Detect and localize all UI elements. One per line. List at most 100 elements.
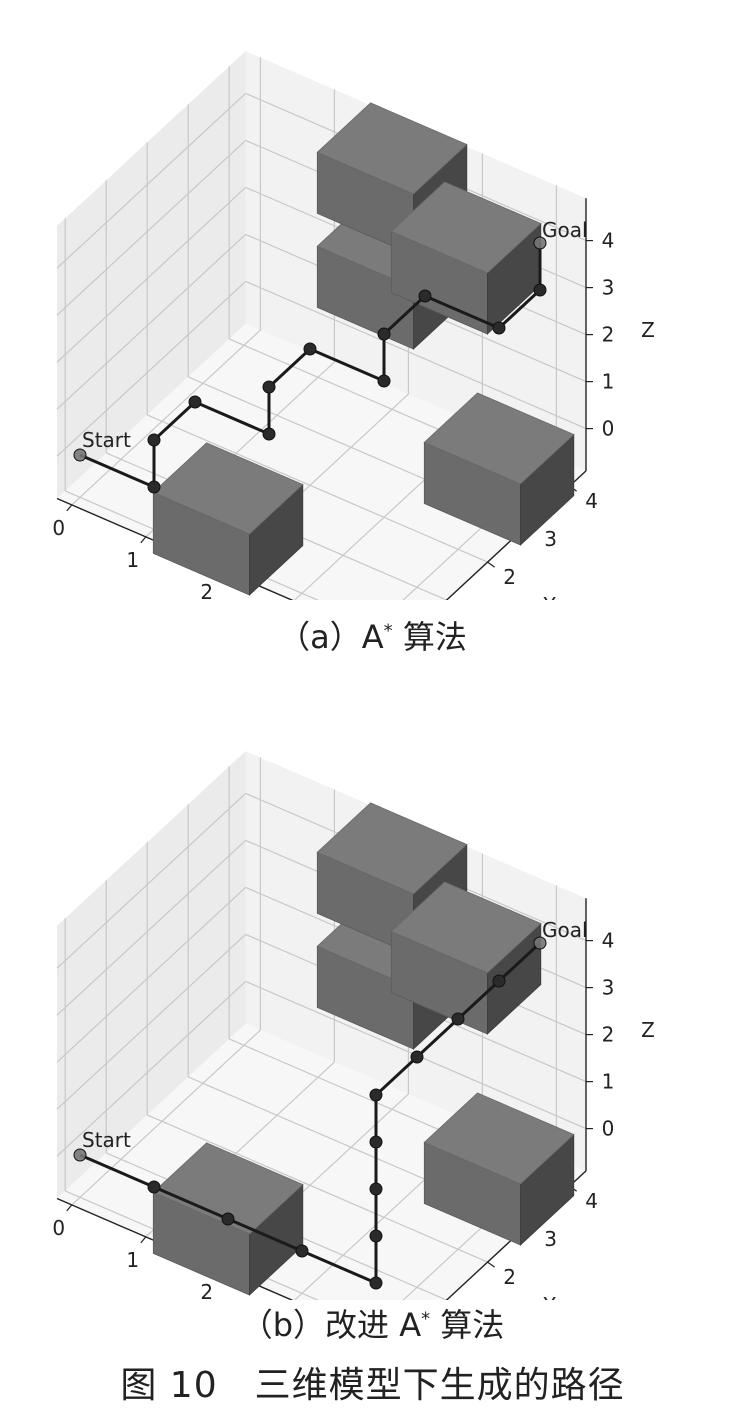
- grid-line: [56, 280, 247, 457]
- grid-line: [56, 92, 247, 269]
- obstacle-cube: [423, 392, 575, 546]
- path-point: [369, 1276, 383, 1290]
- path-point: [533, 283, 547, 297]
- path-series: [73, 936, 547, 1290]
- path-point: [492, 321, 506, 335]
- path-series: [73, 236, 547, 494]
- obstacle-cube: [152, 442, 304, 596]
- path-point: [369, 1182, 383, 1196]
- tick-labels: 012340123401234XYZ: [52, 229, 655, 600]
- plot-b-3d-axes: 012340123401234XYZStartGoal: [52, 751, 655, 1300]
- path-point: [147, 433, 161, 447]
- caption-a-label: （a）: [278, 618, 362, 656]
- grid-line: [56, 933, 247, 1110]
- obstacles: [152, 802, 575, 1296]
- grid-line: [56, 233, 247, 410]
- x-tick: [140, 1236, 147, 1244]
- path-point: [369, 1229, 383, 1243]
- y-tick: [487, 1261, 495, 1268]
- start-annotation: Start: [82, 428, 131, 452]
- caption-b: （b）改进 A* 算法: [0, 1300, 745, 1346]
- path-point: [147, 1180, 161, 1194]
- path-point: [533, 236, 547, 250]
- path-point: [369, 1135, 383, 1149]
- z-tick-label: 2: [602, 1023, 615, 1047]
- caption-b-label: （b）改进: [240, 1306, 400, 1344]
- grid-line: [56, 139, 247, 316]
- x-tick-label: 2: [200, 580, 213, 600]
- z-tick-label: 0: [602, 1117, 615, 1141]
- cube-top-face: [152, 1142, 304, 1235]
- caption-a-star: *: [383, 620, 393, 642]
- cube-top-face: [316, 802, 468, 895]
- z-tick-label: 1: [602, 1070, 615, 1094]
- path-point: [73, 448, 87, 462]
- caption-b-algo: A: [399, 1306, 422, 1344]
- path-point: [377, 374, 391, 388]
- y-axis-label: Y: [542, 593, 556, 600]
- grid-line: [56, 186, 247, 363]
- path-point: [147, 480, 161, 494]
- caption-a: （a）A* 算法: [0, 612, 745, 658]
- cube-top-face: [423, 392, 575, 485]
- path-point: [418, 289, 432, 303]
- path-point: [262, 427, 276, 441]
- start-annotation: Start: [82, 1128, 131, 1152]
- caption-a-suffix: 算法: [392, 618, 467, 656]
- path-point: [533, 936, 547, 950]
- x-tick: [66, 504, 73, 512]
- x-tick-label: 1: [126, 1248, 139, 1272]
- goal-annotation: Goal: [542, 218, 588, 242]
- path-point: [377, 327, 391, 341]
- z-tick-label: 0: [602, 417, 615, 441]
- grid-line: [56, 886, 247, 1063]
- y-axis-label: Y: [542, 1293, 556, 1300]
- path-point: [262, 380, 276, 394]
- path-point: [451, 1012, 465, 1026]
- y-tick-label: 3: [544, 1227, 557, 1251]
- y-tick-label: 4: [585, 1189, 598, 1213]
- x-tick-label: 0: [52, 1216, 65, 1240]
- path-point: [492, 974, 506, 988]
- plot-panel-b: 012340123401234XYZStartGoal: [0, 700, 745, 1300]
- plot-panel-a: 012340123401234XYZStartGoal: [0, 0, 745, 600]
- y-tick-label: 3: [544, 527, 557, 551]
- x-tick-label: 1: [126, 548, 139, 572]
- y-tick-label: 2: [503, 565, 516, 589]
- path-point: [73, 1148, 87, 1162]
- y-tick: [487, 561, 495, 568]
- z-tick-label: 3: [602, 276, 615, 300]
- x-tick-label: 2: [200, 1280, 213, 1300]
- cube-top-face: [316, 102, 468, 195]
- figure-title: 图 10 三维模型下生成的路径: [120, 1365, 625, 1406]
- obstacles: [152, 102, 575, 596]
- grid-line: [146, 414, 488, 563]
- grid-line: [56, 839, 247, 1016]
- y-tick-label: 2: [503, 1265, 516, 1289]
- caption-a-algo: A: [361, 618, 384, 656]
- goal-annotation: Goal: [542, 918, 588, 942]
- grid-line: [56, 792, 247, 969]
- caption-b-star: *: [421, 1308, 431, 1330]
- path-point: [295, 1244, 309, 1258]
- grid-line: [245, 280, 587, 430]
- cube-top-face: [152, 442, 304, 535]
- obstacle-cube: [390, 181, 542, 335]
- y-tick-label: 4: [585, 489, 598, 513]
- x-tick-label: 0: [52, 516, 65, 540]
- z-tick-label: 3: [602, 976, 615, 1000]
- z-tick-label: 2: [602, 323, 615, 347]
- path-point: [369, 1088, 383, 1102]
- x-tick: [140, 536, 147, 544]
- grid-line: [71, 1029, 261, 1206]
- caption-b-suffix: 算法: [430, 1306, 505, 1344]
- grid-line: [71, 329, 261, 506]
- z-tick-label: 1: [602, 370, 615, 394]
- plot-a-3d-axes: 012340123401234XYZStartGoal: [52, 51, 655, 600]
- cube-top-face: [390, 881, 542, 974]
- cube-top-face: [390, 181, 542, 274]
- cube-top-face: [423, 1092, 575, 1185]
- z-tick-label: 4: [602, 229, 615, 253]
- grid-line: [56, 980, 247, 1157]
- path-point: [303, 342, 317, 356]
